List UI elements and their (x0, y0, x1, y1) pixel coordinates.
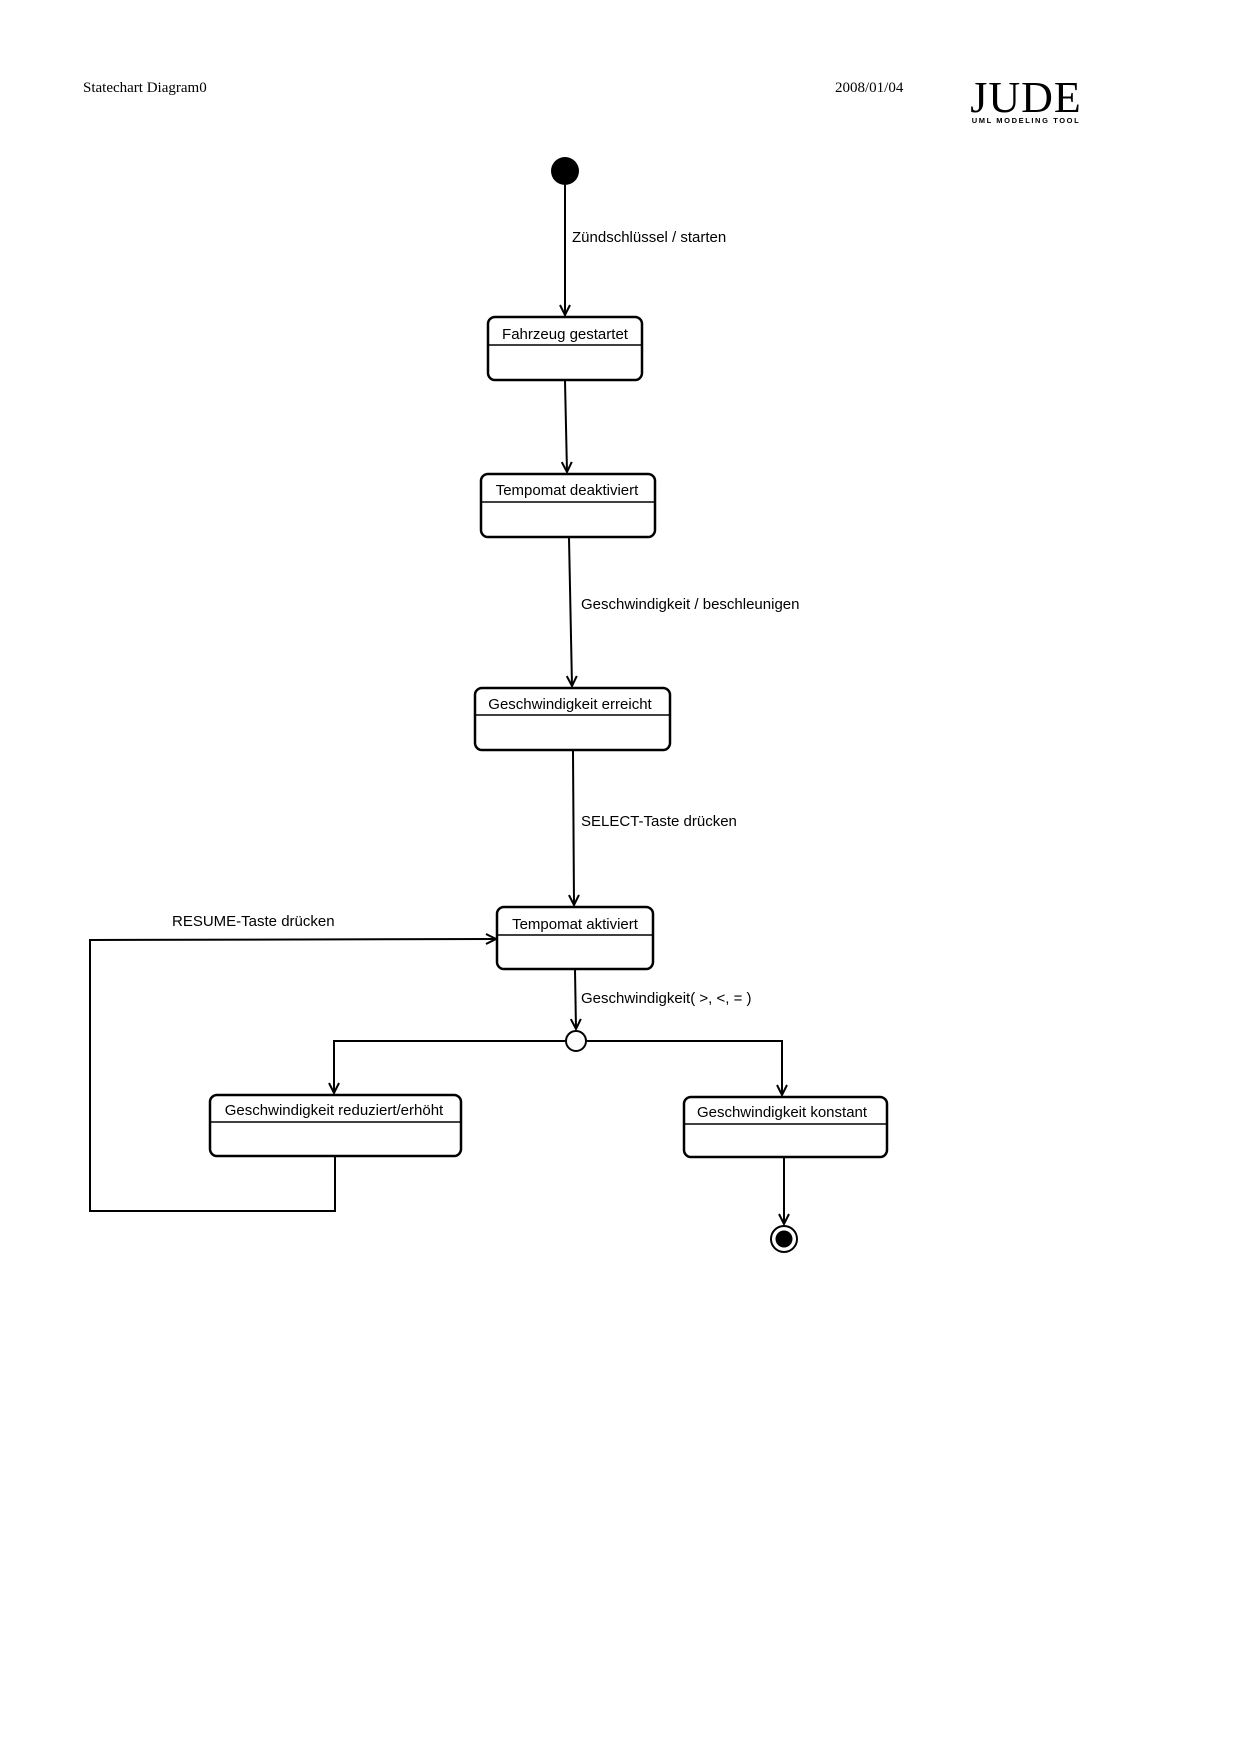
transition-to-choice: Geschwindigkeit( >, <, = ) (575, 969, 752, 1029)
diagram-name: Statechart Diagram0 (83, 80, 207, 96)
state-fahrzeug-gestartet: Fahrzeug gestartet (486, 315, 644, 382)
transition-label-select: SELECT-Taste drücken (581, 813, 737, 830)
state-geschwindigkeit-reduziert: Geschwindigkeit reduziert/erhöht (208, 1093, 463, 1158)
state-label: Tempomat aktiviert (512, 916, 639, 933)
jude-logo: JUDE UML MODELING TOOL (962, 76, 1090, 128)
transition-beschleunigen: Geschwindigkeit / beschleunigen (569, 537, 799, 686)
transition-label-vergleich: Geschwindigkeit( >, <, = ) (581, 990, 752, 1007)
state-label: Geschwindigkeit reduziert/erhöht (225, 1102, 444, 1119)
state-tempomat-aktiviert: Tempomat aktiviert (495, 905, 655, 971)
choice-pseudostate (565, 1030, 587, 1052)
state-label: Fahrzeug gestartet (502, 326, 629, 343)
logo-tagline: UML MODELING TOOL (971, 116, 1081, 125)
diagram-date: 2008/01/04 (835, 80, 904, 96)
state-geschwindigkeit-erreicht: Geschwindigkeit erreicht (473, 686, 672, 752)
logo-wordmark: JUDE (970, 73, 1082, 122)
transition-label-beschleunigen: Geschwindigkeit / beschleunigen (581, 596, 799, 613)
transition-to-konstant (586, 1040, 782, 1095)
state-label: Geschwindigkeit erreicht (488, 696, 652, 713)
transition-select: SELECT-Taste drücken (573, 750, 737, 905)
state-tempomat-deaktiviert: Tempomat deaktiviert (479, 472, 657, 539)
transition-label-zuendschluessel: Zündschlüssel / starten (572, 229, 726, 246)
final-state (770, 1225, 798, 1253)
transition-to-deaktiviert (565, 380, 567, 472)
transition-label-resume: RESUME-Taste drücken (172, 913, 335, 930)
state-geschwindigkeit-konstant: Geschwindigkeit konstant (682, 1095, 889, 1159)
state-label: Geschwindigkeit konstant (697, 1104, 868, 1121)
transition-start: Zündschlüssel / starten (565, 185, 726, 315)
transition-resume: RESUME-Taste drücken (89, 913, 496, 1212)
transition-to-reduziert (334, 1040, 566, 1093)
state-label: Tempomat deaktiviert (496, 482, 639, 499)
initial-state (551, 157, 579, 185)
